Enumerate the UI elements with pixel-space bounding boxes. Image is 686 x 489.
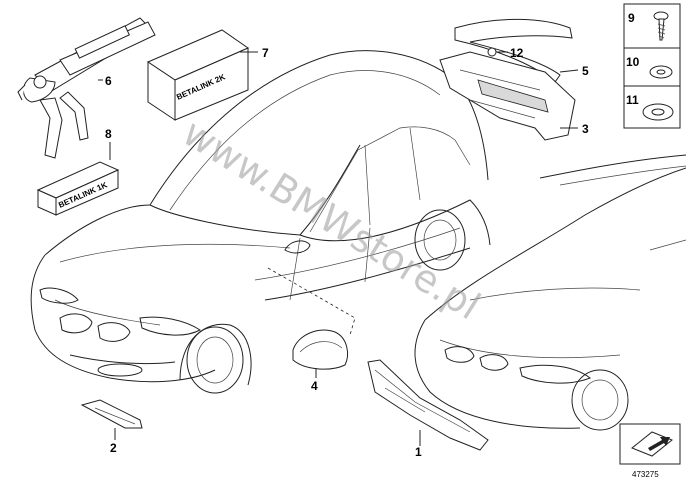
hardware-table bbox=[623, 3, 681, 129]
trim-strip bbox=[80, 399, 143, 429]
direction-icon bbox=[619, 423, 681, 465]
callout-11: 11 bbox=[626, 93, 639, 107]
large-washer-part bbox=[642, 103, 674, 121]
reference-number: 473275 bbox=[632, 470, 659, 479]
grommet-part bbox=[487, 47, 497, 57]
callout-1: 1 bbox=[415, 445, 422, 459]
callout-6: 6 bbox=[105, 74, 112, 88]
callout-2: 2 bbox=[110, 441, 117, 455]
callout-9: 9 bbox=[628, 11, 635, 25]
callout-3: 3 bbox=[582, 122, 589, 136]
watermark-text: www.BMWstore.pl bbox=[175, 110, 488, 328]
callout-12: 12 bbox=[510, 46, 524, 60]
betalink-2k-box bbox=[146, 29, 250, 121]
right-car bbox=[414, 154, 686, 431]
callout-4: 4 bbox=[311, 379, 318, 393]
callout-5: 5 bbox=[582, 64, 589, 78]
screw-part bbox=[653, 11, 669, 41]
betalink-1k-box bbox=[36, 161, 120, 216]
callout-10: 10 bbox=[626, 55, 640, 69]
front-lip-spoiler bbox=[367, 359, 489, 451]
center-car bbox=[30, 50, 491, 394]
callout-7: 7 bbox=[262, 46, 269, 60]
washer-part bbox=[649, 65, 673, 79]
applicator-gun bbox=[17, 17, 156, 159]
mirror-cap bbox=[292, 329, 348, 370]
rear-spoiler bbox=[439, 18, 576, 141]
callout-8: 8 bbox=[105, 127, 112, 141]
